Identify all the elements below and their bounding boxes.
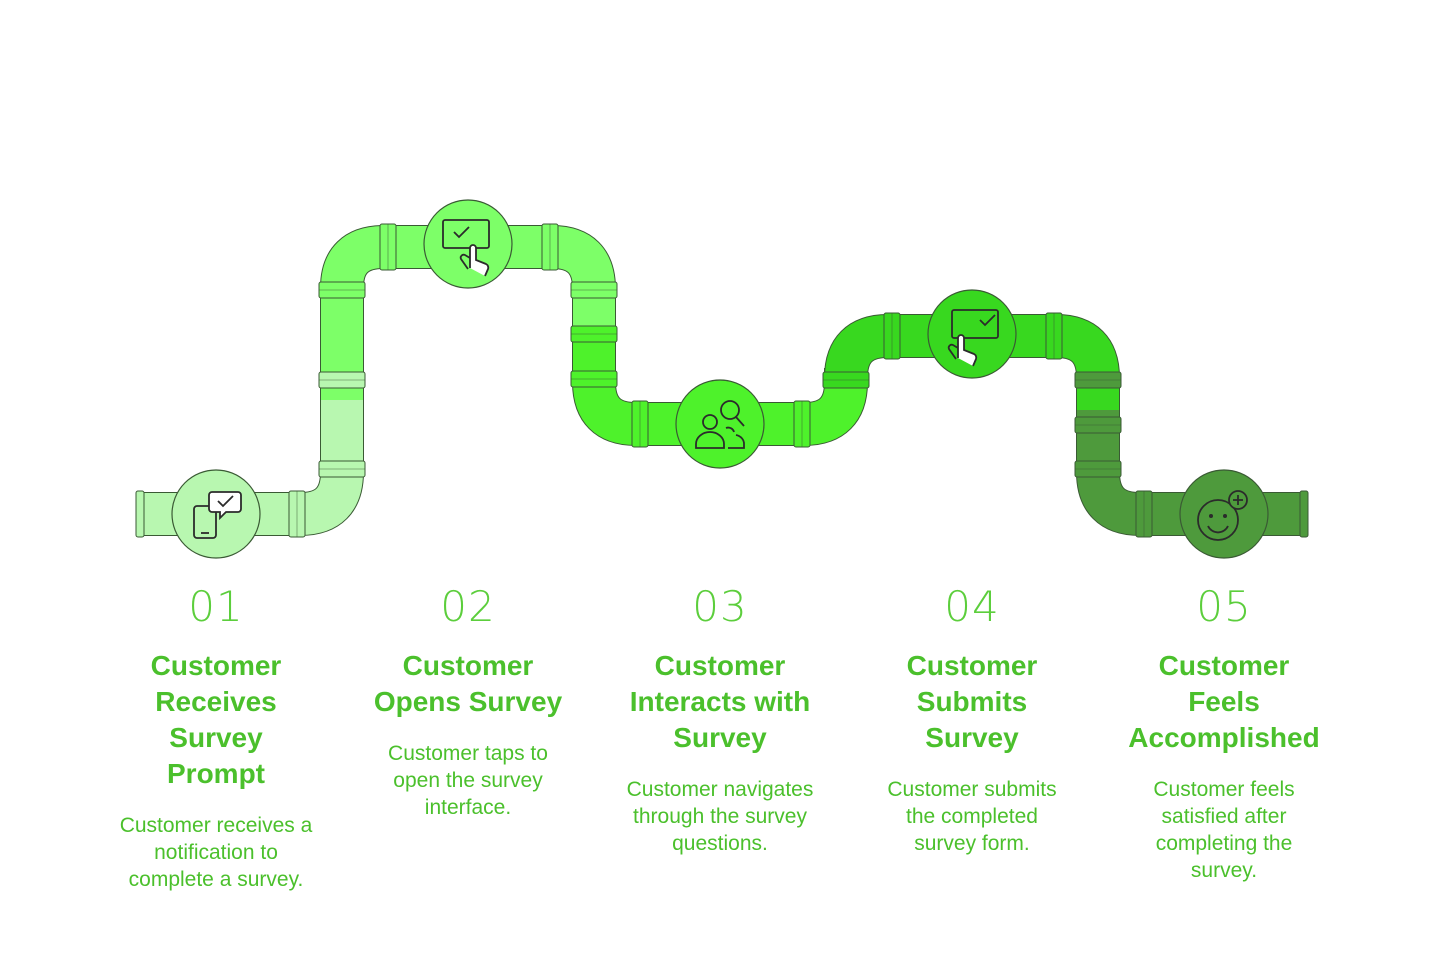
- step-title-line: Interacts with: [629, 686, 811, 717]
- step-title-line: Survey: [169, 722, 263, 753]
- step-description-line: interface.: [424, 796, 512, 819]
- step-number: 05: [1196, 582, 1252, 631]
- step-description-line: notification to: [154, 841, 278, 864]
- step-number: 01: [188, 582, 244, 631]
- step-title-line: Customer: [1158, 650, 1290, 681]
- step-description-line: satisfied after: [1161, 805, 1287, 828]
- step-description-line: open the survey: [393, 769, 543, 792]
- step-node-02: [423, 199, 513, 289]
- step-node-04: [927, 289, 1017, 379]
- pipe-end-cap: [135, 490, 145, 538]
- step-description-line: complete a survey.: [128, 868, 304, 891]
- step-title-line: Receives: [155, 686, 277, 717]
- step-title-line: Feels: [1188, 686, 1260, 717]
- step-description-line: the completed: [906, 805, 1038, 828]
- step-description: Customer navigates through the survey ques…: [595, 776, 845, 857]
- step-description-line: Customer feels: [1153, 778, 1295, 801]
- step-number: 04: [944, 582, 1000, 631]
- step-title-line: Prompt: [167, 758, 265, 789]
- step-description-line: through the survey: [633, 805, 807, 828]
- step-description: Customer receives a notification to comple…: [91, 812, 341, 893]
- step-title-line: Survey: [925, 722, 1019, 753]
- step-title-line: Customer: [150, 650, 282, 681]
- step-title-line: Survey: [673, 722, 767, 753]
- step-title-line: Customer: [402, 650, 534, 681]
- step-title-line: Customer: [654, 650, 786, 681]
- step-title-line: Customer: [906, 650, 1038, 681]
- step-node-05: [1179, 469, 1269, 559]
- step-description-line: Customer taps to: [388, 742, 548, 765]
- step-title-line: Opens Survey: [373, 686, 563, 717]
- step-title-line: Accomplished: [1128, 722, 1320, 753]
- step-description: Customer feels satisfied after completing …: [1099, 776, 1349, 884]
- pipe-end-cap: [1299, 490, 1309, 538]
- step-description: Customer submits the completed survey form…: [847, 776, 1097, 857]
- step-description-line: Customer navigates: [626, 778, 814, 801]
- step-description-line: completing the: [1155, 832, 1293, 855]
- step-description-line: survey.: [1190, 859, 1258, 882]
- step-number: 02: [440, 582, 496, 631]
- step-node-01: [171, 469, 261, 559]
- step-title-line: Submits: [916, 686, 1028, 717]
- step-description-line: survey form.: [914, 832, 1030, 855]
- step-description: Customer taps to open the survey interface…: [343, 740, 593, 821]
- step-description-line: questions.: [672, 832, 768, 855]
- step-node-03: [675, 379, 765, 469]
- step-description-line: Customer submits: [887, 778, 1057, 801]
- step-number: 03: [692, 582, 748, 631]
- step-description-line: Customer receives a: [119, 814, 313, 837]
